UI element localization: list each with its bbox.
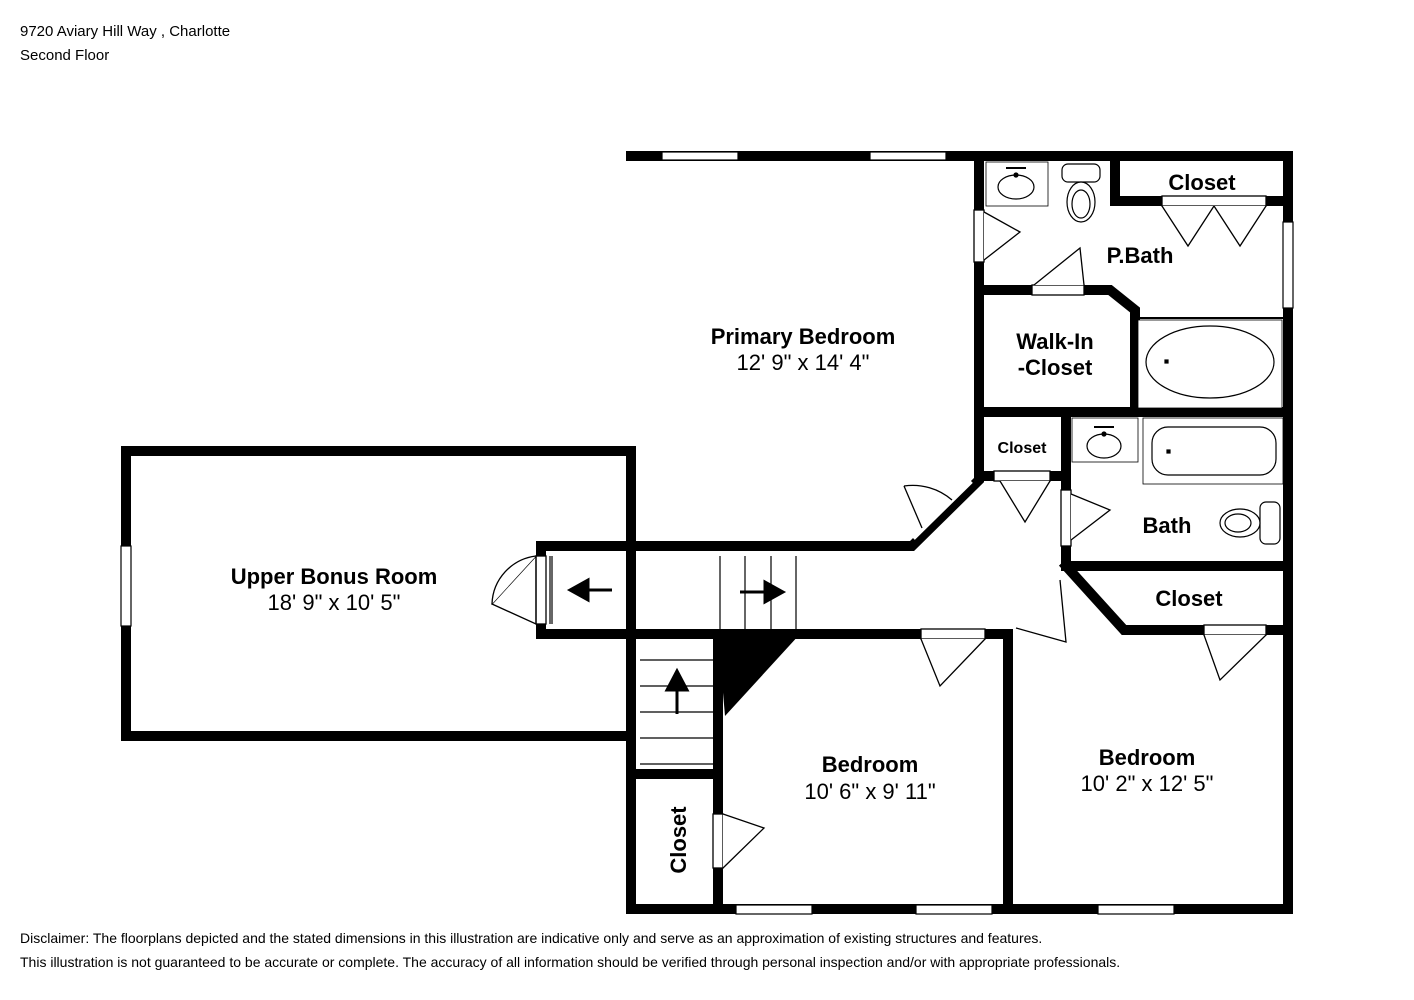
bedroom-3-dims: 10' 2" x 12' 5" [1081,771,1214,796]
fixtures [985,161,1284,545]
primary-bedroom-dims: 12' 9" x 14' 4" [737,350,870,375]
wall-wedge [718,634,800,716]
primary-bath-name: P.Bath [1107,243,1174,268]
closet-stair-label: Closet [666,806,691,874]
disclaimer-line-1: Disclaimer: The floorplans depicted and … [20,930,1043,946]
toilet-icon [1061,163,1101,223]
disclaimer-line-2: This illustration is not guaranteed to b… [20,954,1121,970]
primary-bedroom-name: Primary Bedroom [711,324,896,349]
walk-in-closet-line1: Walk-In [1016,329,1093,354]
upper-bonus-room-dims: 18' 9" x 10' 5" [268,590,401,615]
bathtub-icon [1151,426,1277,476]
closet-right-label: Closet [1155,586,1223,611]
windows [120,151,1294,915]
arrow-up-icon [664,667,690,692]
toilet-icon [1219,501,1281,545]
bedroom-2-name: Bedroom [822,752,919,777]
bathtub-icon [1145,325,1275,399]
bedroom-2-dims: 10' 6" x 9' 11" [804,779,935,804]
closet-small-label: Closet [998,440,1048,457]
doors [490,195,1267,869]
bedroom-3-name: Bedroom [1099,745,1196,770]
upper-bonus-room-name: Upper Bonus Room [231,564,438,589]
walk-in-closet-line2: -Closet [1018,355,1093,380]
address-text: 9720 Aviary Hill Way , Charlotte [20,23,231,40]
bath-name: Bath [1143,513,1192,538]
floor-label: Second Floor [20,47,110,64]
closet-top-label: Closet [1168,170,1236,195]
stair-arrows [566,577,787,714]
arrow-right-icon [763,579,787,605]
walls [121,151,1293,914]
arrow-left-icon [566,577,590,603]
